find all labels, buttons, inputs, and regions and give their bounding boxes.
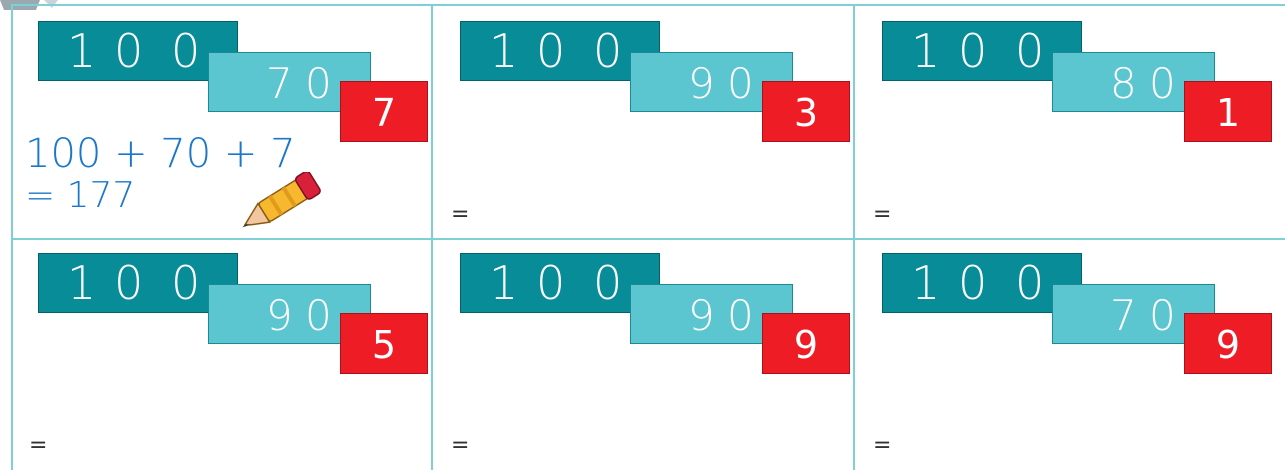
worksheet-grid: 1 0 0 7 0 7 100 + 70 + 7 = 177 1 0 0 [11, 4, 1285, 470]
digit: 0 [727, 53, 754, 115]
digit: 0 [536, 254, 565, 312]
place-value-card: 1 0 0 9 0 5 = [11, 240, 432, 470]
place-value-card: 1 0 0 8 0 1 = [855, 4, 1285, 238]
ones-block: 7 [340, 81, 428, 142]
digit: 9 [688, 53, 715, 115]
digit: 0 [114, 254, 143, 312]
digit: 0 [1015, 22, 1044, 80]
digit: 0 [114, 22, 143, 80]
place-value-card: 1 0 0 7 0 7 100 + 70 + 7 = 177 [11, 4, 432, 238]
crayon-icon [233, 172, 333, 232]
digit: 0 [1149, 53, 1176, 115]
expression-result: = 177 [25, 175, 135, 216]
digit: 0 [536, 22, 565, 80]
digit: 0 [727, 285, 754, 347]
digit: 0 [593, 254, 622, 312]
digit: 1 [911, 254, 940, 312]
digit: 1 [67, 254, 96, 312]
digit: 7 [1110, 285, 1137, 347]
digit: 9 [266, 285, 293, 347]
answer-equals: = [451, 202, 469, 227]
digit: 7 [266, 53, 293, 115]
digit: 0 [1015, 254, 1044, 312]
answer-equals: = [873, 202, 891, 227]
digit: 1 [489, 22, 518, 80]
ones-block: 1 [1184, 81, 1272, 142]
place-value-card: 1 0 0 9 0 9 = [433, 240, 853, 470]
digit: 0 [1149, 285, 1176, 347]
digit: 0 [305, 53, 332, 115]
digit: 1 [67, 22, 96, 80]
ones-block: 9 [1184, 313, 1272, 374]
answer-equals: = [873, 433, 891, 458]
digit: 8 [1110, 53, 1137, 115]
digit: 0 [305, 285, 332, 347]
answer-equals: = [29, 433, 47, 458]
digit: 0 [171, 254, 200, 312]
digit: 9 [688, 285, 715, 347]
digit: 0 [958, 254, 987, 312]
digit: 1 [489, 254, 518, 312]
place-value-card: 1 0 0 9 0 3 = [433, 4, 853, 238]
digit: 0 [171, 22, 200, 80]
ones-block: 9 [762, 313, 850, 374]
ones-block: 3 [762, 81, 850, 142]
ones-block: 5 [340, 313, 428, 374]
answer-equals: = [451, 433, 469, 458]
digit: 0 [593, 22, 622, 80]
place-value-card: 1 0 0 7 0 9 = [855, 240, 1285, 470]
digit: 1 [911, 22, 940, 80]
expanded-expression: 100 + 70 + 7 [25, 131, 296, 177]
digit: 0 [958, 22, 987, 80]
